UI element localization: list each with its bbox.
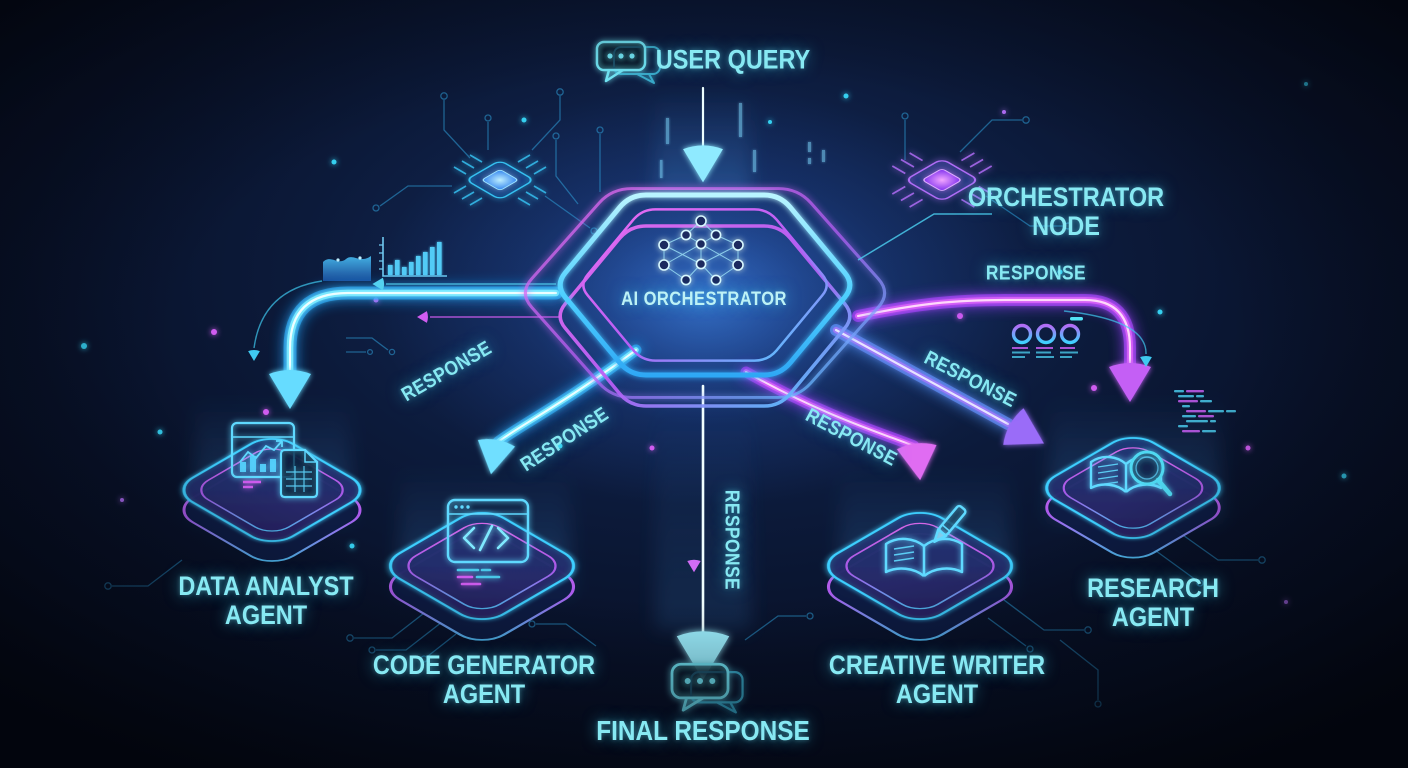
agent-label-line-2: AGENT [224,600,308,630]
response-label: RESPONSE [720,489,743,591]
orchestrator-node-callout: ORCHESTRATOR NODE [967,181,1165,241]
callout-line-2: NODE [1032,211,1100,241]
user-query-label: USER QUERY [655,44,811,75]
response-label: RESPONSE [985,262,1087,285]
agent-label-line-1: CREATIVE WRITER [828,649,1046,680]
agent-label-line-1: CODE GENERATOR [372,649,596,680]
agent-label-line-1: DATA ANALYST [178,570,354,601]
arrowhead [999,406,1055,462]
agent-label-line-1: RESEARCH [1087,572,1219,603]
chat-bubbles-icon [670,662,744,714]
agent-label-line-2: AGENT [442,679,526,709]
final-response-label: FINAL RESPONSE [596,715,810,746]
data-analyst-agent-label: DATA ANALYST AGENT [178,570,354,630]
area-chart-decoration [323,256,371,281]
callout-line-1: ORCHESTRATOR [967,181,1165,212]
chat-bubble-icon [595,40,661,84]
research-agent-label: RESEARCH AGENT [1087,572,1219,632]
creative-writer-agent-label: CREATIVE WRITER AGENT [828,649,1046,709]
agent-label-line-2: AGENT [895,679,979,709]
code-generator-agent-label: CODE GENERATOR AGENT [372,649,596,709]
ai-orchestrator-label: AI ORCHESTRATOR [621,289,787,310]
agent-label-line-2: AGENT [1111,602,1195,632]
